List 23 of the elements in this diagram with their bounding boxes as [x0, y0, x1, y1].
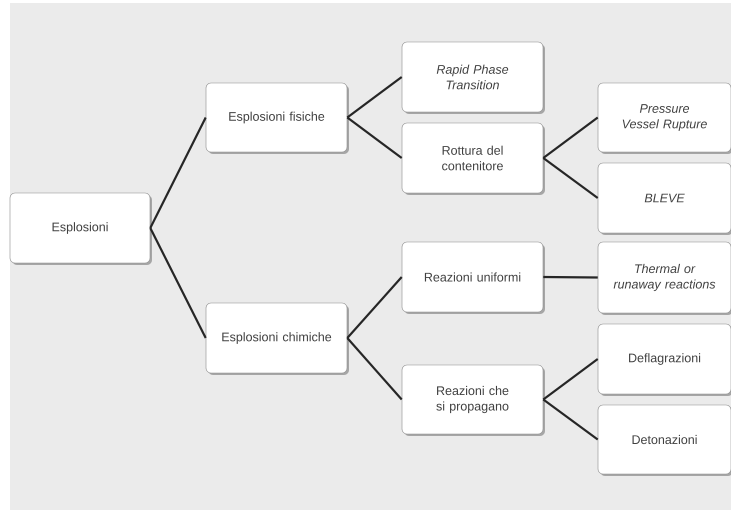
connector-line — [542, 358, 598, 400]
connector-line — [542, 116, 598, 159]
connector-line — [542, 398, 598, 440]
connector-line — [346, 337, 403, 400]
category-box: Detonazioni — [598, 404, 731, 474]
category-box: Esplosioni fisiche — [206, 82, 348, 152]
connector-line — [543, 276, 598, 279]
category-box: Pressure Vessel Rupture — [598, 82, 731, 152]
category-box: Reazioni che si propagano — [402, 364, 544, 434]
category-box: BLEVE — [598, 162, 731, 234]
connector-line — [542, 157, 598, 199]
connector-line — [149, 228, 207, 338]
category-box: Reazioni uniformi — [402, 242, 544, 312]
connector-line — [149, 117, 207, 228]
connector-line — [346, 276, 403, 339]
category-box: Esplosioni chimiche — [206, 302, 348, 374]
category-box: Deflagrazioni — [598, 324, 731, 394]
category-box: Thermal or runaway reactions — [598, 242, 731, 314]
connector-line — [346, 76, 402, 118]
category-box: Rapid Phase Transition — [402, 42, 544, 112]
connector-line — [346, 116, 402, 159]
category-box: Rottura del contenitore — [402, 122, 544, 194]
category-box: Esplosioni — [10, 192, 150, 264]
